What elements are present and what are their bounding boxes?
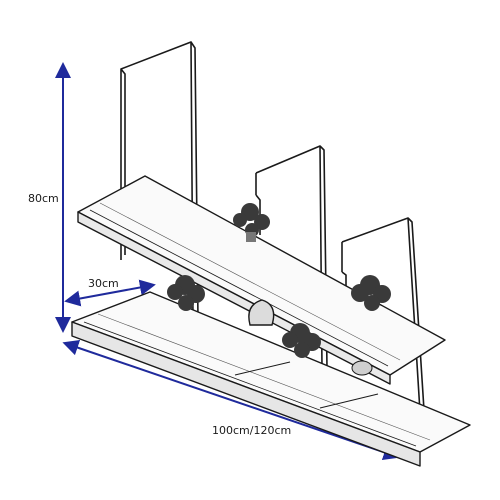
front-hanging-frame [120,41,199,321]
depth-label: 30cm [88,277,119,290]
vase-lower-center [248,299,275,326]
middle-hanging-frame [255,145,328,369]
width-dimension-arrow [62,340,400,460]
plant-lower-center [282,323,321,358]
plant-back-frame [351,275,391,311]
width-label: 100cm/120cm [212,424,292,437]
back-hanging-frame [341,217,425,413]
vase-lower-right [351,360,373,376]
height-label: 80cm [28,192,59,205]
depth-dimension-arrow [64,279,156,307]
plant-lower-left [167,275,205,311]
plant-upper-shelf [233,203,270,242]
lower-shelf-front-edge [71,321,421,467]
